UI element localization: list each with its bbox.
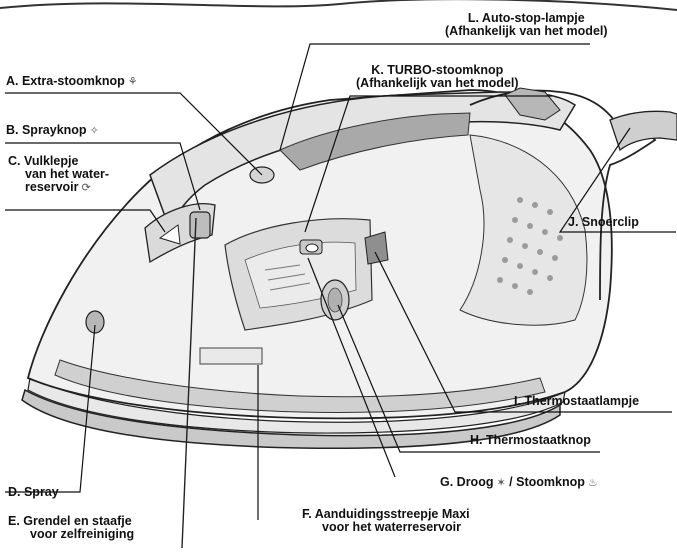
label-fill-flap: C. Vulklepje van het water- reservoir⟳ xyxy=(8,155,109,195)
fill-flap-icon: ⟳ xyxy=(82,182,91,194)
steam-icon: ♨ xyxy=(588,477,598,489)
spray-icon: ✧ xyxy=(90,125,99,137)
label-dry-steam-button: G. Droog✶ / Stoomknop♨ xyxy=(440,476,598,490)
label-extra-steam-button: A. Extra-stoomknop⚘ xyxy=(6,75,138,89)
thermostat-lamp xyxy=(365,232,388,264)
label-spray: D. Spray xyxy=(8,486,59,499)
cord xyxy=(610,111,677,150)
dry-icon: ✶ xyxy=(496,477,505,489)
top-border-curve xyxy=(0,0,677,10)
label-self-clean-latch: E. Grendel en staafje voor zelfreiniging xyxy=(8,515,134,541)
maxi-indicator xyxy=(200,348,262,364)
turbo-button-shape xyxy=(306,244,318,252)
label-maxi-indicator: F. Aanduidingsstreepje Maxi voor het wat… xyxy=(302,508,470,534)
spray-button-shape xyxy=(190,212,210,238)
label-thermostat-knob: H. Thermostaatknop xyxy=(470,434,591,447)
label-spray-button: B. Sprayknop✧ xyxy=(6,124,99,138)
label-turbo-steam-button: K. TURBO-stoomknop (Afhankelijk van het … xyxy=(356,64,519,90)
label-auto-stop-lamp: L. Auto-stop-lampje (Afhankelijk van het… xyxy=(445,12,608,38)
label-cord-clip: J. Snoerclip xyxy=(568,216,639,229)
label-thermostat-lamp: I. Thermostaatlampje xyxy=(514,395,639,408)
extra-steam-icon: ⚘ xyxy=(128,76,138,88)
